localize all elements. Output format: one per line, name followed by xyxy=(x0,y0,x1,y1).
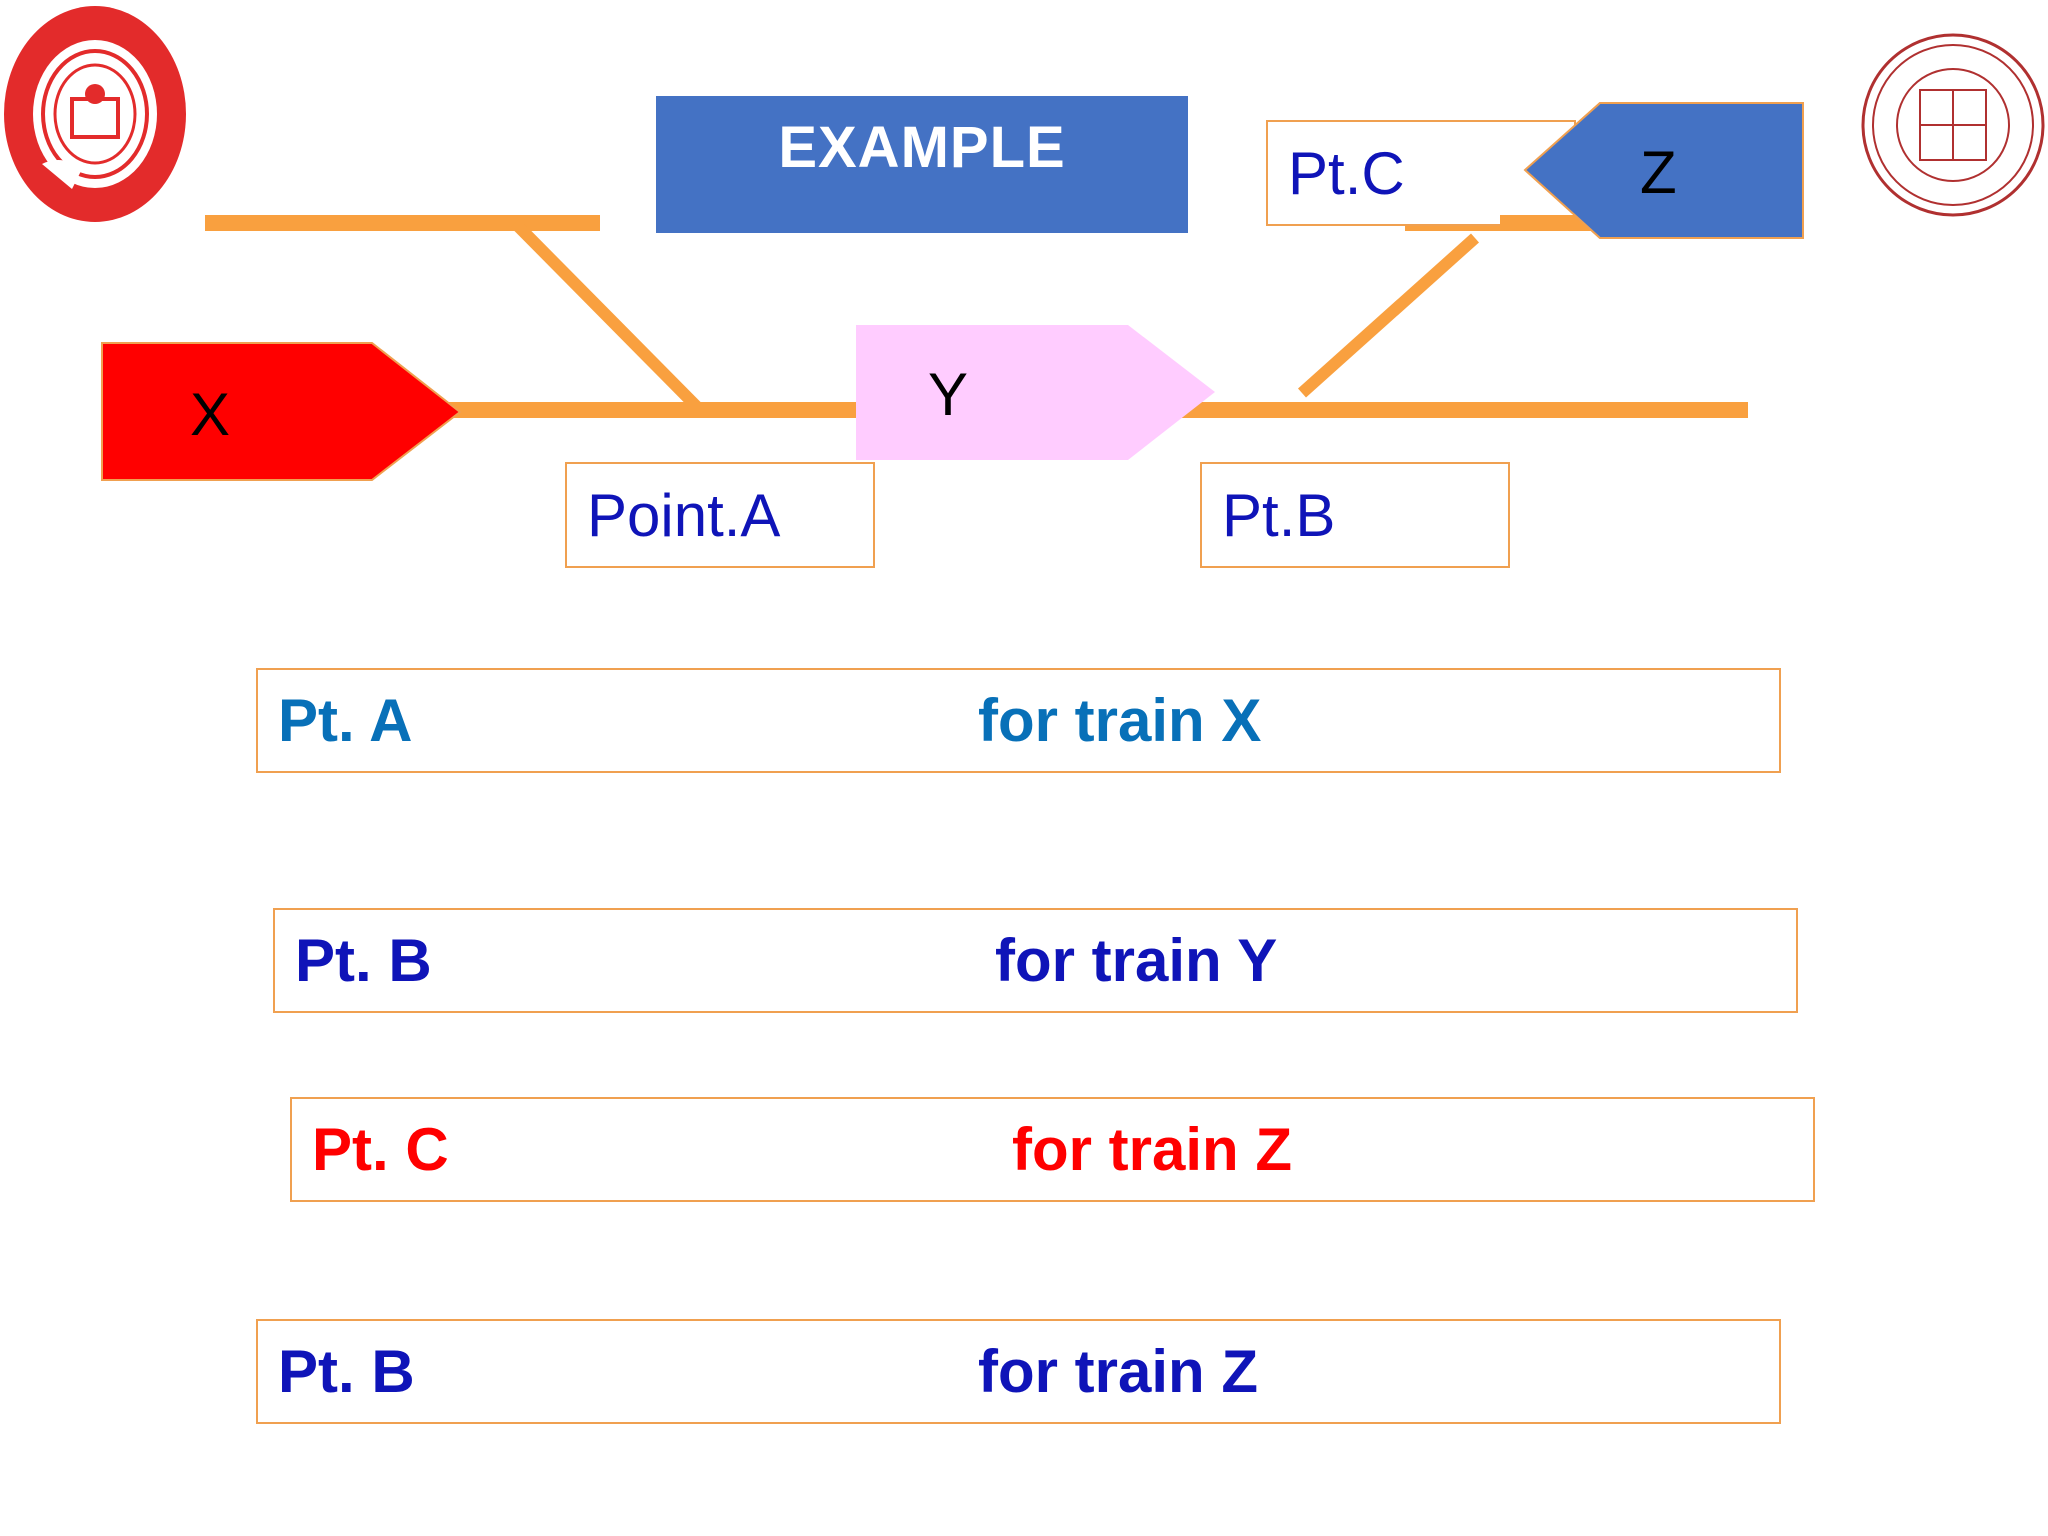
answer-row: Pt. B for train Z xyxy=(256,1319,1781,1424)
point-c-label-text: Pt.C xyxy=(1288,139,1405,207)
train-x-shape xyxy=(101,342,462,481)
row-train: for train Z xyxy=(1012,1116,1292,1183)
row-point: Pt. B xyxy=(295,927,432,994)
row-point: Pt. B xyxy=(278,1338,415,1405)
answer-row: Pt. C for train Z xyxy=(290,1097,1815,1202)
row-train: for train Y xyxy=(995,927,1278,994)
example-title: EXAMPLE xyxy=(656,96,1188,233)
point-a-label-text: Point.A xyxy=(587,481,781,549)
point-a-label: Point.A xyxy=(565,462,875,568)
train-z-overlay xyxy=(1500,102,1804,239)
point-b-label-text: Pt.B xyxy=(1222,481,1336,549)
train-y-label: Y xyxy=(928,361,969,428)
track-diagram xyxy=(101,102,1804,481)
crossover-a xyxy=(510,218,705,415)
row-point: Pt. A xyxy=(278,687,413,754)
train-z-label: Z xyxy=(1640,139,1677,206)
answer-row: Pt. B for train Y xyxy=(273,908,1798,1013)
row-train: for train X xyxy=(978,687,1262,754)
crossover-b xyxy=(1297,233,1480,398)
indian-railways-logo xyxy=(4,6,186,222)
point-b-label: Pt.B xyxy=(1200,462,1510,568)
train-x-label: X xyxy=(190,381,231,448)
row-train: for train Z xyxy=(978,1338,1258,1405)
train-y-shape xyxy=(856,325,1215,460)
answer-row: Pt. A for train X xyxy=(256,668,1781,773)
iriset-seal-logo xyxy=(1861,33,2045,217)
point-c-label: Pt.C xyxy=(1266,120,1576,226)
row-point: Pt. C xyxy=(312,1116,449,1183)
